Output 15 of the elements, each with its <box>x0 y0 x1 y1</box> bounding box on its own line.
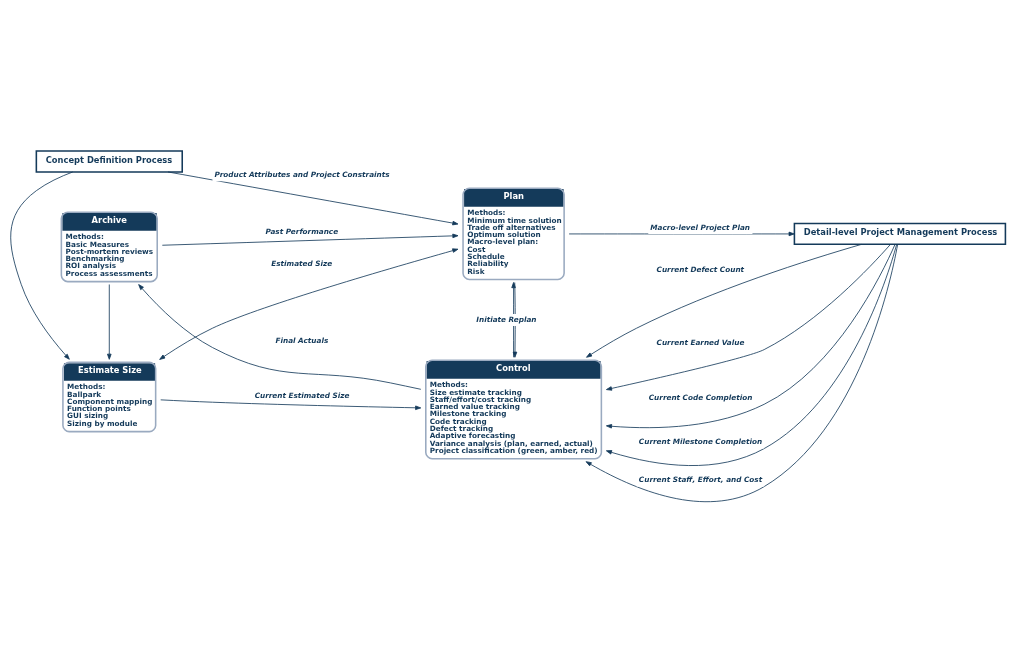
arrow <box>159 247 459 360</box>
arrow <box>167 171 459 225</box>
arrow <box>606 243 891 391</box>
node-box: Concept Definition Process <box>35 149 183 173</box>
arrow <box>138 283 422 390</box>
arrow <box>107 283 112 360</box>
arrow <box>568 231 795 236</box>
arrow <box>161 233 459 246</box>
arrow <box>605 243 896 428</box>
arrow <box>605 243 898 466</box>
arrow <box>10 171 74 360</box>
arrow <box>585 243 899 502</box>
node-box: Detail-level Project Management Process <box>793 222 1007 245</box>
arrow <box>160 398 422 410</box>
arrow <box>586 243 862 358</box>
